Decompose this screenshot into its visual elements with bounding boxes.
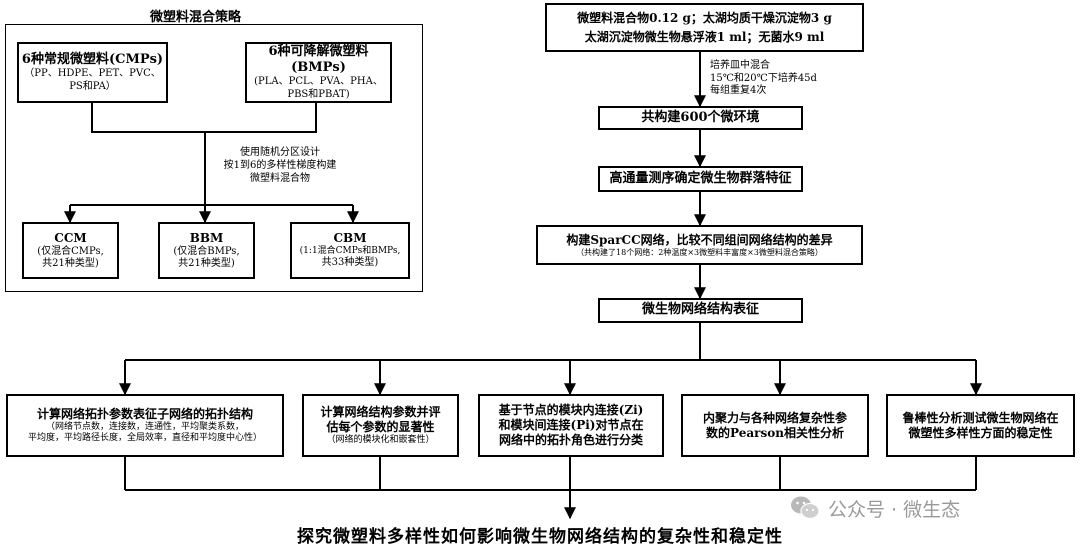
design-line1: 使用随机分区设计 [240,147,320,158]
analysis-pearson-box: 内聚力与各种网络复杂性参 数的Pearson相关性分析 [681,394,869,457]
ccm-line1: (仅混合CMPs, [37,245,104,257]
incubation-note: 培养皿中混合 15℃和20℃下培养45d 每组重复4次 [710,60,817,98]
analysis-topology-detail2: 平均度，平均路径长度，全局效率，直径和平均度中心性） [27,433,262,443]
analysis-topology-title: 计算网络拓扑参数表征子网络的拓扑结构 [36,406,253,421]
analysis-structure-title1: 计算网络结构参数并评 [320,404,441,419]
analysis-structure-detail: （网络的模块化和嵌套性） [326,434,435,445]
bmps-line1: (PLA、PCL、PVA、PHA、 [254,76,383,88]
analysis-zipi-box: 基于节点的模块内连接(Zi) 和模块间连接(Pi)对节点在 网络中的拓扑角色进行… [478,394,664,457]
watermark-text: 公众号 · 微生态 [828,498,961,521]
strategy-panel [5,24,423,292]
bmps-line2: PBS和PBAT) [287,88,350,100]
analysis-zipi-line3: 网络中的拓扑角色进行分类 [498,433,643,447]
analysis-zipi-line2: 和模块间连接(Pi)对节点在 [498,418,644,432]
ccm-title: CCM [54,230,87,245]
cmps-line2: PS和PA） [69,80,116,92]
incubation-line3: 每组重复4次 [710,85,767,96]
network-characterization-box: 微生物网络结构表征 [598,298,803,323]
cbm-title: CBM [333,231,367,246]
analysis-topology-detail1: （网络节点数，连接数，连通性，平均聚类系数， [45,421,244,432]
materials-line1: 微塑料混合物0.12 g；太湖均质干燥沉淀物3 g [577,10,832,25]
wechat-icon [791,496,820,520]
analysis-structure-title2: 估每个参数的显著性 [326,419,435,434]
cbm-line2: 共33种类型) [321,257,379,269]
sequencing-box: 高通量测序确定微生物群落特征 [598,166,803,192]
bmps-title: 6种可降解微塑料(BMPs) [268,43,369,75]
materials-line2: 太湖沉淀物微生物悬浮液1 ml；无菌水9 ml [584,29,825,44]
ccm-box: CCM (仅混合CMPs, 共21种类型) [22,222,119,279]
analysis-topology-box: 计算网络拓扑参数表征子网络的拓扑结构 （网络节点数，连接数，连通性，平均聚类系数… [6,394,284,457]
microenv-box: 共构建600个微环境 [598,106,803,130]
analysis-pearson-line2: 数的Pearson相关性分析 [706,425,844,440]
cbm-box: CBM (1:1混合CMPs和BMPs, 共33种类型) [290,222,410,279]
bbm-box: BBM (仅混合BMPs, 共21种类型) [158,222,255,279]
cmps-box: 6种常规微塑料(CMPs) （PP、HDPE、PET、PVC、 PS和PA） [17,42,168,103]
cmps-line1: （PP、HDPE、PET、PVC、 [24,68,161,80]
design-line3: 微塑料混合物 [250,173,310,184]
conclusion-text: 探究微塑料多样性如何影响微生物网络结构的复杂性和稳定性 [297,527,783,547]
strategy-panel-title: 微塑料混合策略 [150,10,242,25]
analysis-robustness-line1: 鲁棒性分析测试微生物网络在 [902,410,1059,425]
incubation-line2: 15℃和20℃下培养45d [710,72,817,84]
design-note: 使用随机分区设计 按1到6的多样性梯度构建 微塑料混合物 [200,146,360,185]
cmps-title: 6种常规微塑料(CMPs) [21,51,164,67]
bbm-line2: 共21种类型) [178,258,235,269]
analysis-zipi-line1: 基于节点的模块内连接(Zi) [498,403,644,417]
sparcc-box: 构建SparCC网络，比较不同组间网络结构的差异 （共构建了18个网络：2种温度… [536,225,863,265]
materials-box: 微塑料混合物0.12 g；太湖均质干燥沉淀物3 g 太湖沉淀物微生物悬浮液1 m… [545,3,864,52]
analysis-structure-box: 计算网络结构参数并评 估每个参数的显著性 （网络的模块化和嵌套性） [302,394,459,457]
analysis-robustness-box: 鲁棒性分析测试微生物网络在 微塑性多样性方面的稳定性 [886,394,1075,457]
sparcc-note: （共构建了18个网络：2种温度×3微塑料丰富度×3微塑料混合策略） [576,247,823,257]
sparcc-title: 构建SparCC网络，比较不同组间网络结构的差异 [566,232,833,247]
analysis-pearson-line1: 内聚力与各种网络复杂性参 [702,410,847,425]
design-line2: 按1到6的多样性梯度构建 [223,160,337,171]
incubation-line1: 培养皿中混合 [710,60,770,71]
bbm-title: BBM [189,230,224,245]
bmps-box: 6种可降解微塑料(BMPs) (PLA、PCL、PVA、PHA、 PBS和PBA… [245,42,392,103]
analysis-robustness-line2: 微塑性多样性方面的稳定性 [908,425,1053,440]
watermark: 公众号 · 微生态 [790,494,960,522]
bbm-line1: (仅混合BMPs, [173,245,240,257]
ccm-line2: 共21种类型) [42,258,99,269]
cbm-line1: (1:1混合CMPs和BMPs, [299,246,401,257]
